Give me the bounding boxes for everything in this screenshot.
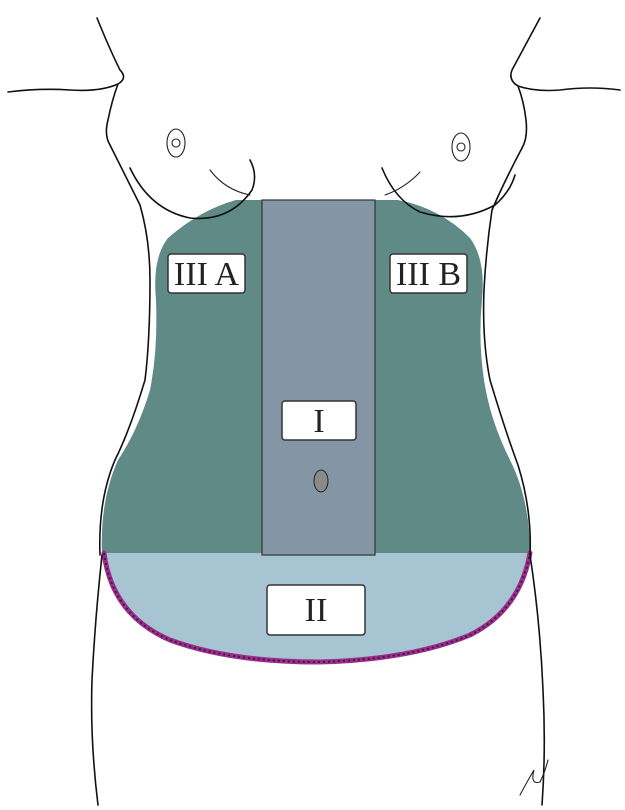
left-nipple [167,129,185,157]
left-nipple-center [172,139,180,147]
zone-i-label: I [282,401,356,440]
neck-left-outline [97,18,124,84]
neck-right-outline [511,18,540,86]
zone-i-label-text: I [313,403,324,440]
zone-iii-b-label: III B [390,254,467,293]
zone-iii-a-label: III A [168,254,245,293]
right-leg-outline [530,555,544,805]
right-nipple-center [457,143,465,151]
zone-ii-label-text: II [305,592,328,629]
right-nipple [452,133,470,161]
left-leg-outline [92,555,102,805]
right-shoulder-outline [518,86,620,91]
zone-i-region [262,200,375,555]
zone-ii-label: II [267,585,365,635]
umbilicus [314,470,328,492]
zone-iii-a-label-text: III A [174,256,240,293]
right-armpit-outline [518,86,527,148]
left-armpit-outline [106,84,118,145]
left-shoulder-outline [8,84,118,92]
zone-iii-b-label-text: III B [396,256,461,293]
left-breast-inner-outline [210,170,250,195]
